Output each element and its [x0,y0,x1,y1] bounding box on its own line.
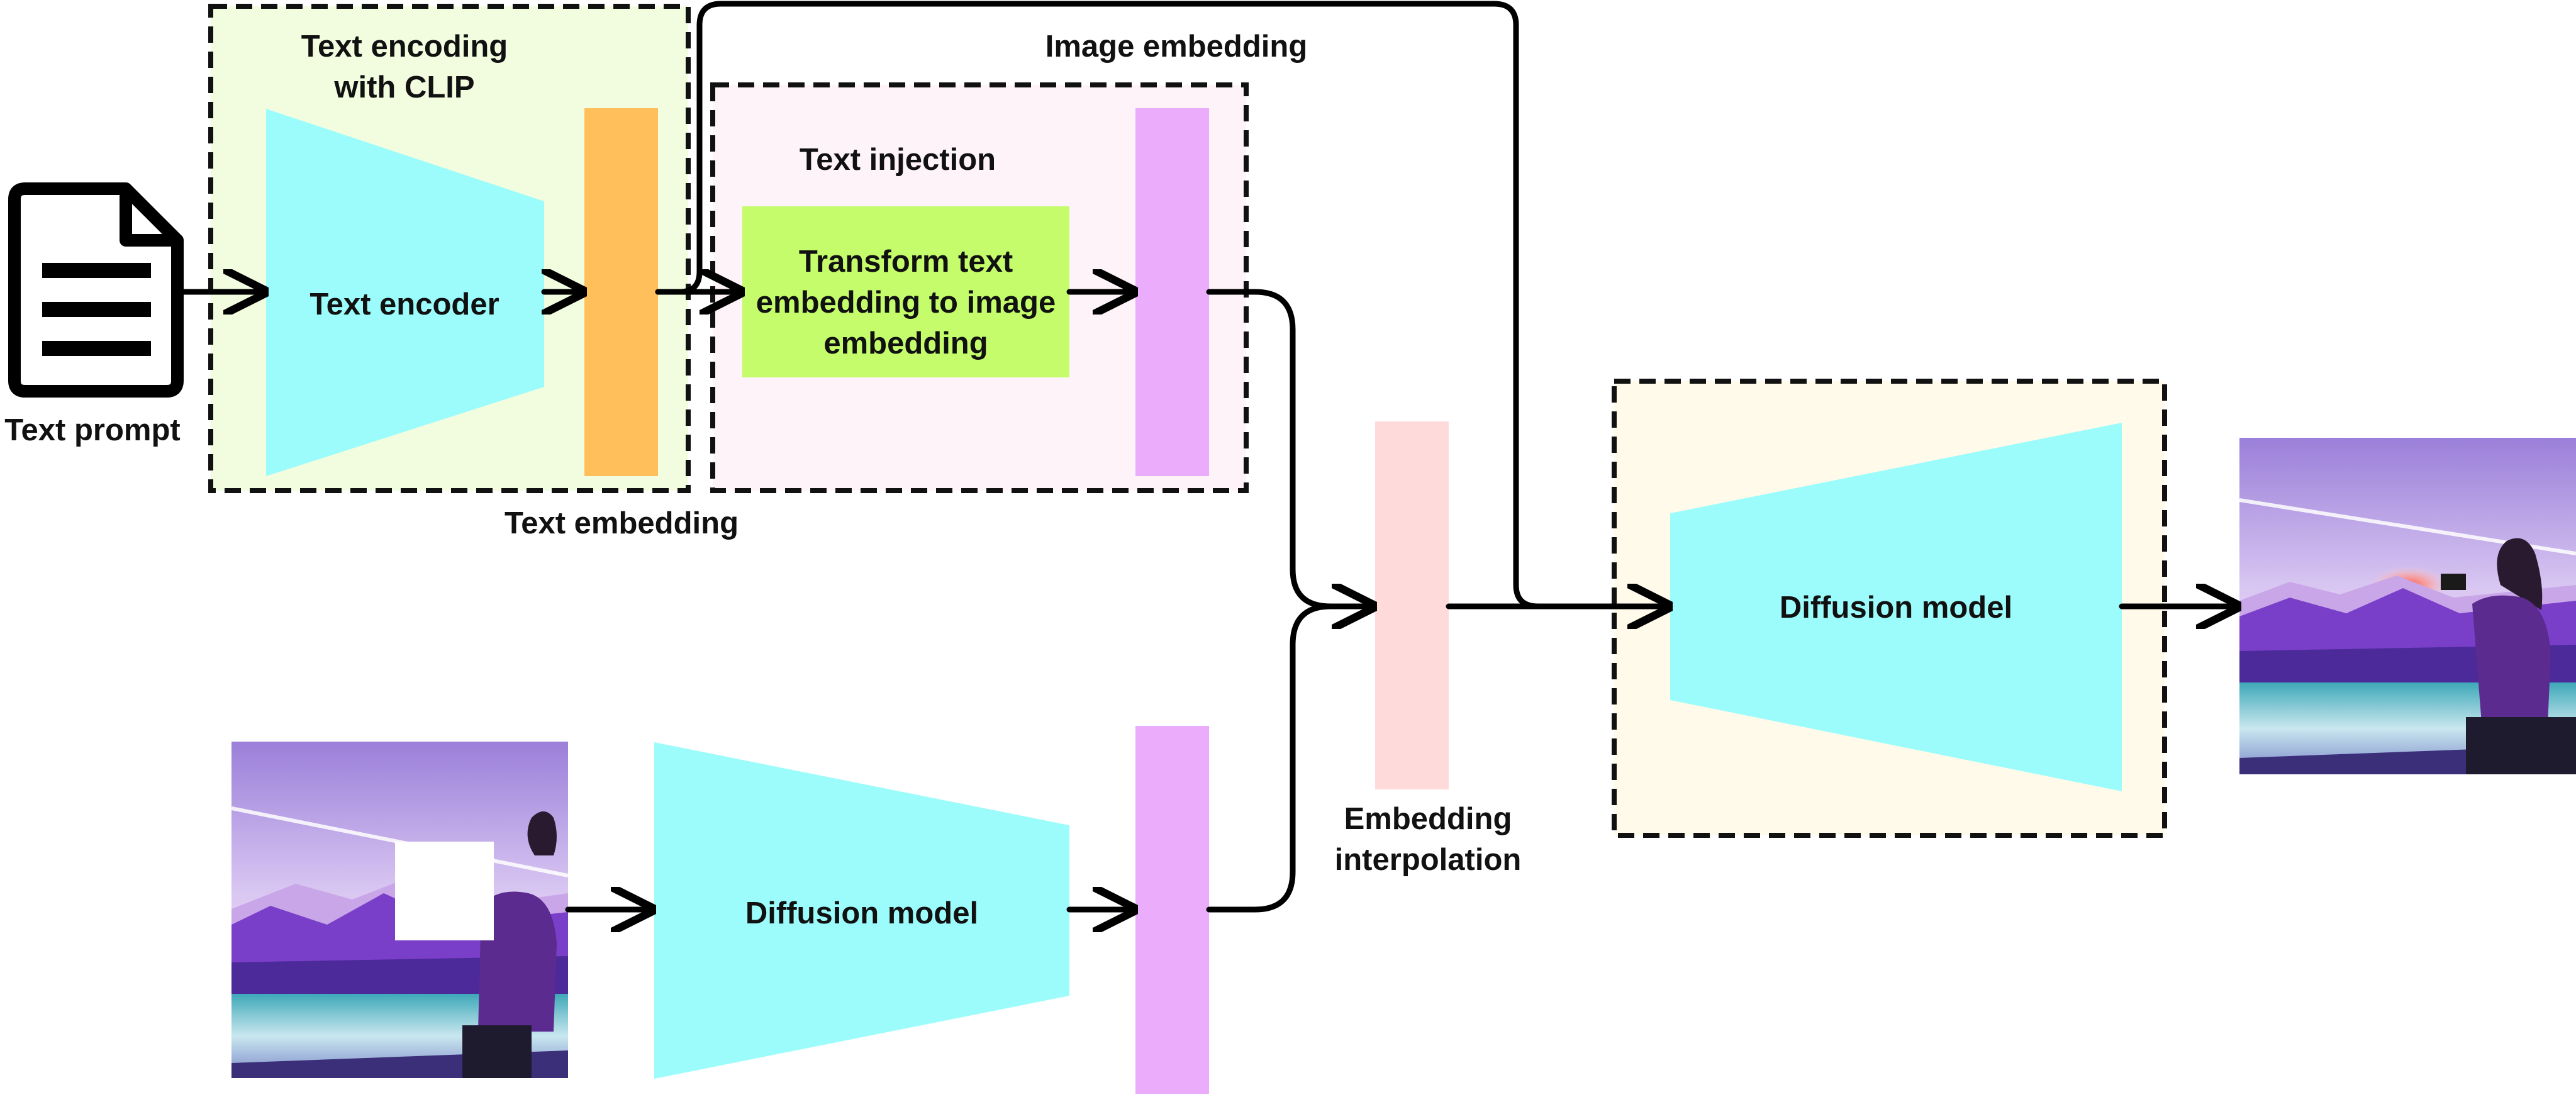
image-embedding-bar-bottom [1135,726,1209,1094]
diffusion-model-right-label: Diffusion model [1780,591,2012,625]
document-icon [8,182,184,398]
text-encoding-label-2: with CLIP [333,70,474,104]
line-text-embedding-bypass [655,1,1667,606]
line-image-embedding-to-interpolation [1206,289,1371,606]
image-embedding-label: Image embedding [1045,30,1308,64]
transform-block [742,206,1069,377]
output-image [2239,438,2576,774]
input-image [231,742,568,1078]
line-bottom-embedding-to-interpolation [1206,603,1374,913]
text-embedding-label: Text embedding [505,506,739,540]
interpolated-embedding-bar [1375,421,1449,789]
text-encoding-label-1: Text encoding [301,30,508,64]
text-prompt-label: Text prompt [4,413,180,447]
transform-label-2: embedding to image [756,286,1056,320]
text-encoder-label: Text encoder [309,287,499,321]
diffusion-model-bottom-label: Diffusion model [745,896,978,930]
transform-label-3: embedding [823,326,988,360]
connectors [179,1,2236,913]
diffusion-model-right-block [1670,423,2122,791]
image-embedding-bar [1135,108,1209,476]
embedding-interpolation-label-1: Embedding [1344,802,1512,836]
text-embedding-bar [584,108,658,476]
embedding-interpolation-label-2: interpolation [1335,843,1522,877]
text-encoder-block [266,109,544,476]
text-injection-label: Text injection [800,143,996,177]
transform-label-1: Transform text [799,245,1013,279]
diffusion-model-bottom-block [654,742,1069,1079]
